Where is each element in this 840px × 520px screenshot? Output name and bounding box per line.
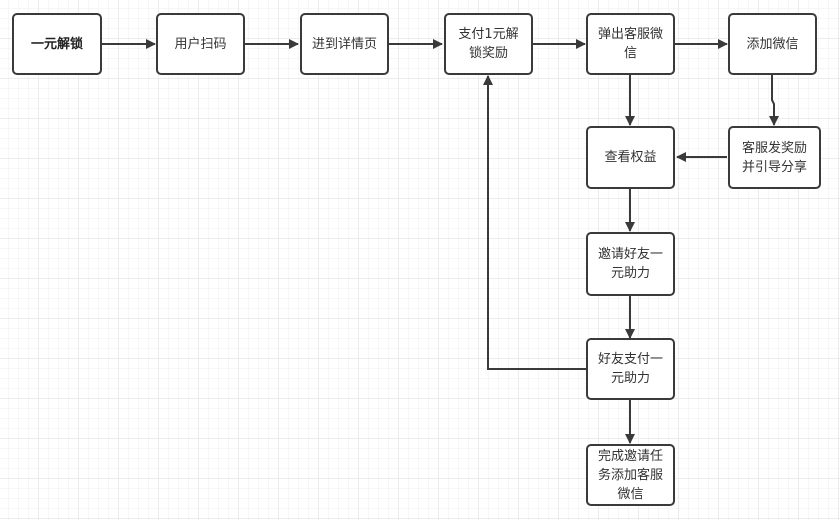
edge-n10-n4 — [483, 75, 586, 370]
node-label: 好友支付一元助力 — [597, 352, 663, 386]
node-n10[interactable]: 好友支付一元助力 — [586, 338, 675, 400]
node-n1[interactable]: 一元解锁 — [12, 13, 102, 75]
node-n4[interactable]: 支付1元解锁奖励 — [444, 13, 533, 75]
node-label: 完成邀请任务添加客服微信 — [597, 448, 663, 502]
node-label: 用户扫码 — [174, 36, 227, 52]
node-n9[interactable]: 邀请好友一元助力 — [586, 232, 675, 296]
node-label: 添加微信 — [746, 36, 799, 52]
node-label: 查看权益 — [604, 150, 657, 165]
edge-n6-n8 — [769, 75, 779, 126]
node-n2[interactable]: 用户扫码 — [156, 13, 245, 75]
node-n5[interactable]: 弹出客服微信 — [586, 13, 675, 75]
node-label: 支付1元解锁奖励 — [458, 27, 519, 61]
node-label: 进到详情页 — [311, 36, 377, 52]
node-label: 一元解锁 — [30, 36, 83, 52]
node-label: 弹出客服微信 — [597, 27, 663, 61]
node-n8[interactable]: 客服发奖励并引导分享 — [728, 126, 821, 189]
node-n7[interactable]: 查看权益 — [586, 126, 675, 189]
node-label: 邀请好友一元助力 — [597, 247, 663, 281]
node-n11[interactable]: 完成邀请任务添加客服微信 — [586, 444, 675, 506]
node-label: 客服发奖励并引导分享 — [741, 140, 807, 175]
node-n3[interactable]: 进到详情页 — [300, 13, 389, 75]
node-n6[interactable]: 添加微信 — [728, 13, 817, 75]
